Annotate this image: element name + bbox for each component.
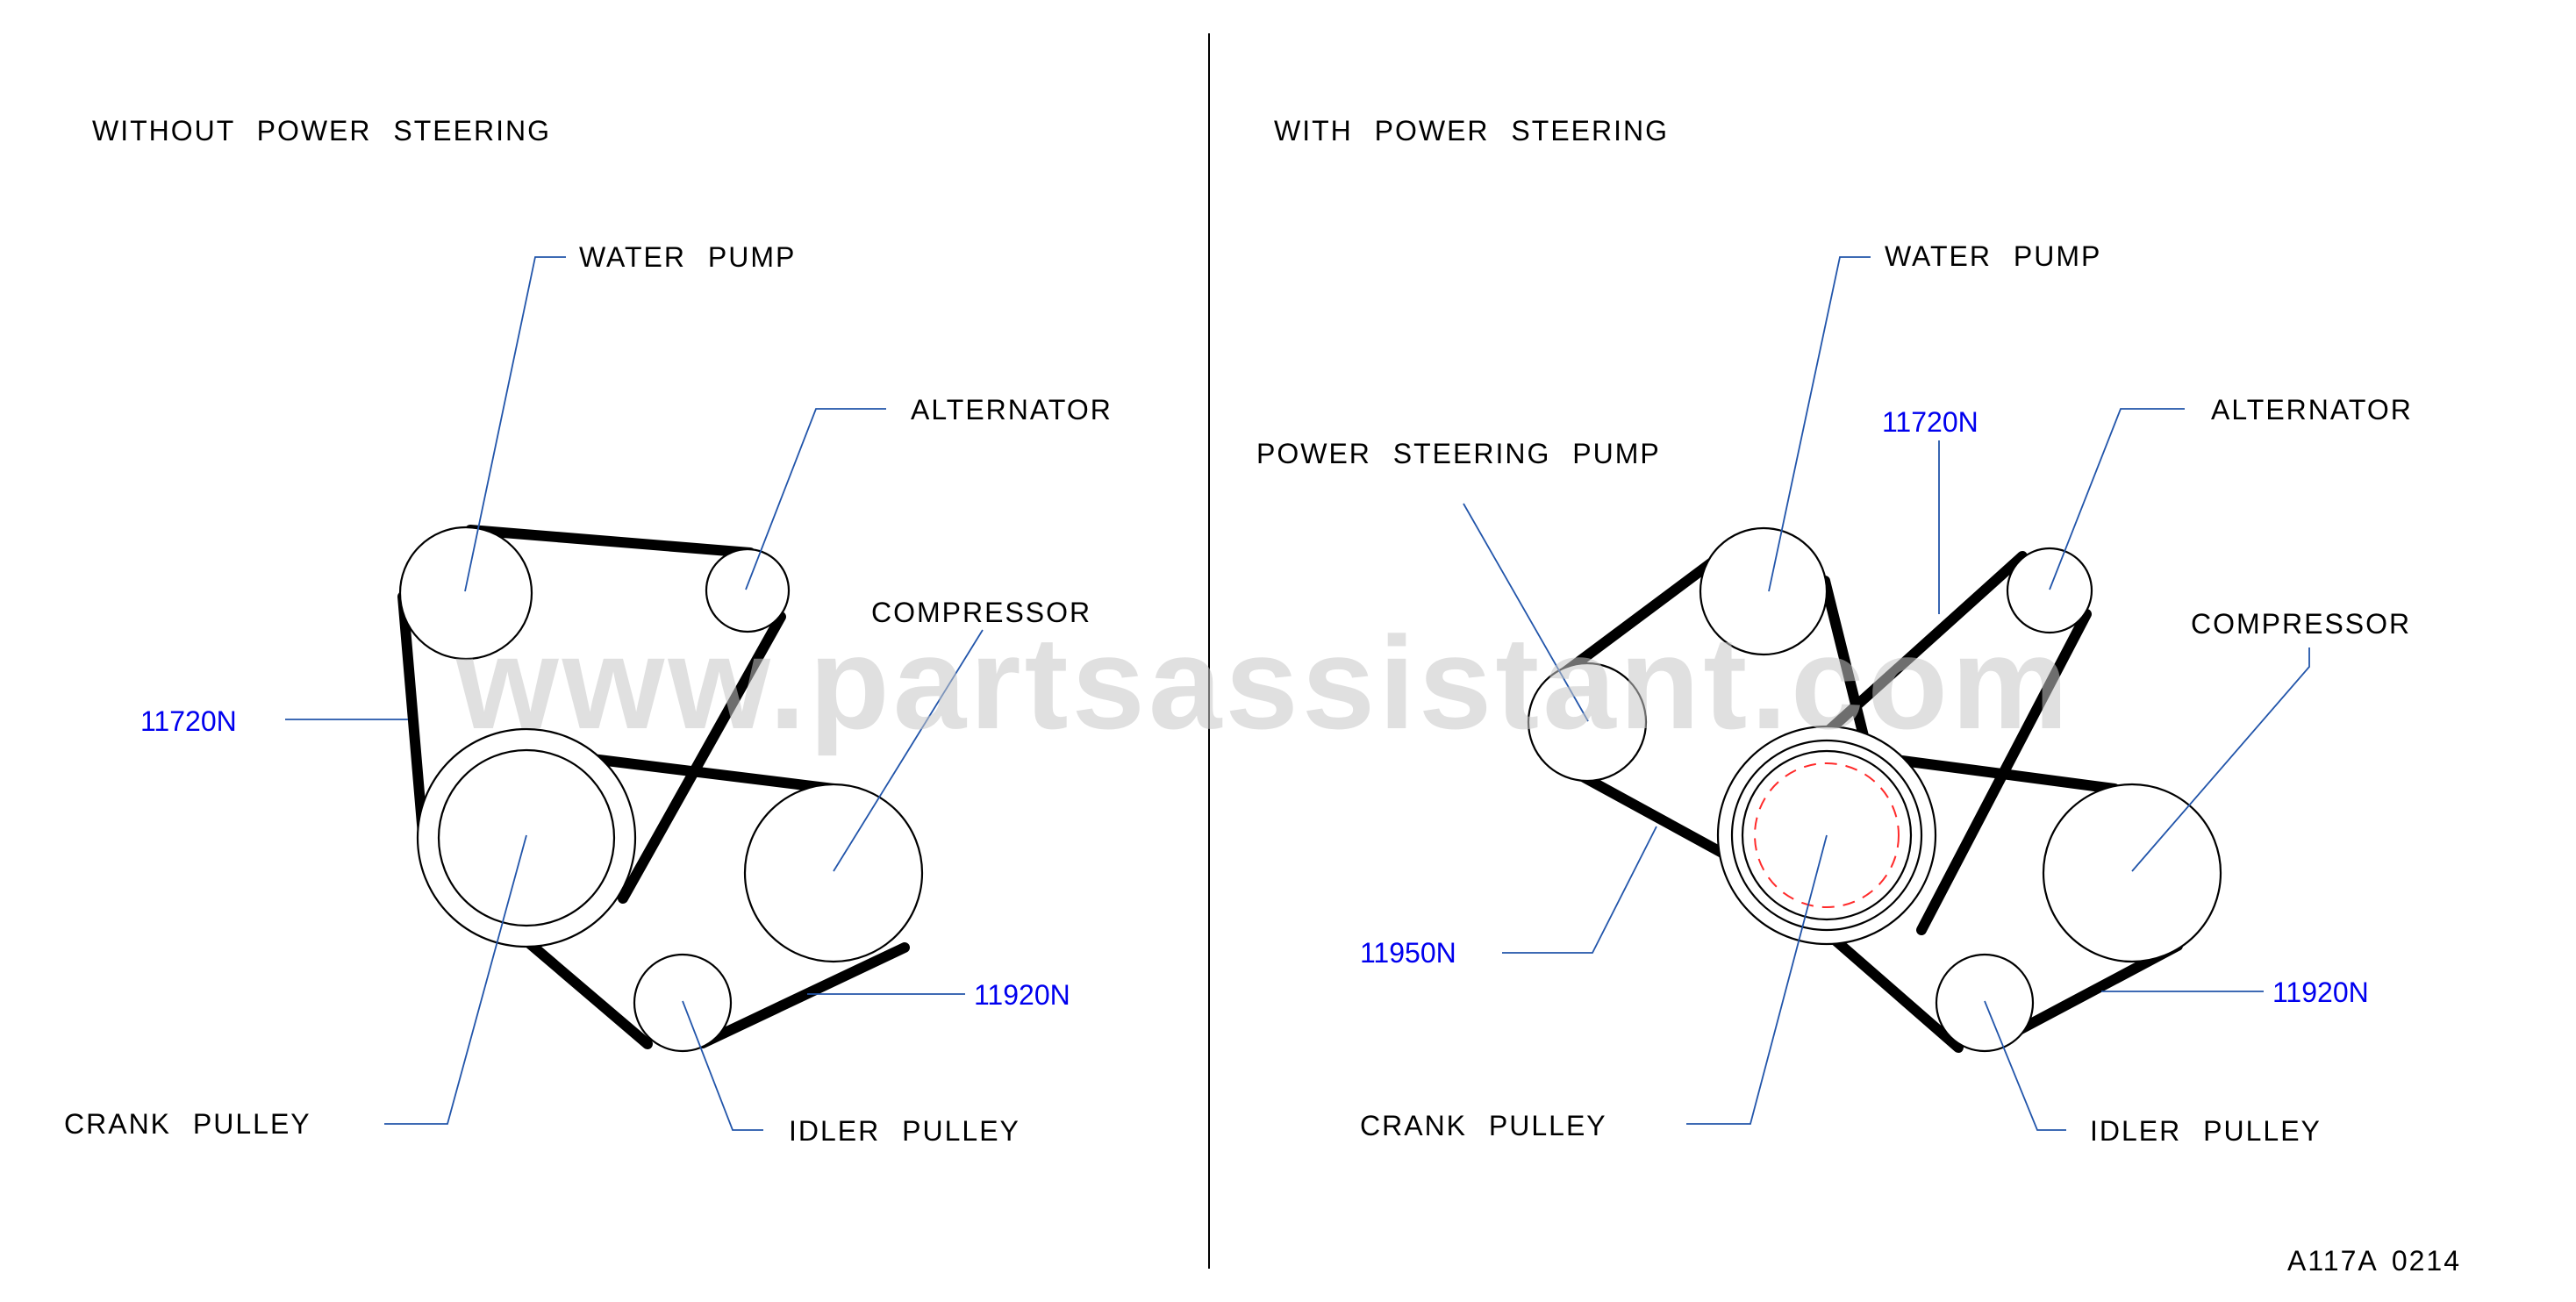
left-part-11920n: 11920N — [974, 979, 1070, 1011]
right-power-steering-pump-pulley — [1527, 662, 1648, 783]
right-label-crank-pulley: CRANK PULLEY — [1360, 1110, 1607, 1141]
left-label-crank-pulley: CRANK PULLEY — [64, 1108, 311, 1140]
right-leader-water-pump — [1768, 256, 1871, 592]
right-label-water-pump: WATER PUMP — [1885, 240, 2101, 272]
left-pulleys — [398, 526, 924, 1053]
right-label-power-steering-pump: POWER STEERING PUMP — [1256, 438, 1661, 469]
left-label-idler-pulley: IDLER PULLEY — [789, 1115, 1020, 1147]
right-leader-compressor — [2131, 647, 2310, 872]
right-compressor-pulley — [2042, 783, 2222, 963]
left-leader-compressor — [833, 629, 984, 872]
left-label-water-pump: WATER PUMP — [579, 241, 796, 273]
left-part-11720n: 11720N — [140, 705, 237, 737]
left-leaders — [285, 256, 984, 1131]
right-panel: WITH POWER STEERING — [1256, 115, 2413, 1147]
left-crank-pulley-inner — [437, 748, 616, 927]
left-belt-comp-low — [698, 942, 910, 1048]
left-label-alternator: ALTERNATOR — [911, 394, 1113, 426]
right-water-pump-pulley — [1699, 526, 1828, 656]
left-leader-idler — [682, 1000, 763, 1131]
right-leader-ps-pump — [1463, 503, 1589, 722]
right-part-11920n: 11920N — [2272, 976, 2369, 1008]
right-leader-idler — [1984, 1000, 2066, 1131]
right-crank-pulley-mid — [1730, 739, 1923, 932]
left-panel: WITHOUT POWER STEERING — [64, 115, 1113, 1147]
right-leaders — [1463, 256, 2310, 1131]
left-compressor-pulley — [743, 783, 924, 963]
right-crank-hub-dashed — [1754, 762, 1900, 908]
left-alternator-pulley — [705, 547, 791, 633]
right-leader-11950n — [1502, 826, 1657, 954]
right-part-11720n: 11720N — [1882, 406, 1979, 438]
right-leader-alternator — [2049, 408, 2185, 590]
left-belt-main-top — [465, 525, 755, 558]
drawing-code: A117A 0214 — [2287, 1245, 2461, 1277]
left-leader-alternator — [745, 408, 886, 590]
watermark-text: www.partsassistant.com — [455, 609, 2072, 756]
left-leader-crank — [384, 834, 527, 1125]
right-label-alternator: ALTERNATOR — [2211, 394, 2413, 426]
left-water-pump-pulley — [398, 526, 533, 661]
left-label-compressor: COMPRESSOR — [871, 597, 1091, 628]
right-crank-pulley-inner — [1741, 749, 1913, 921]
right-label-idler-pulley: IDLER PULLEY — [2090, 1115, 2322, 1147]
right-panel-title: WITH POWER STEERING — [1274, 115, 1669, 147]
left-leader-water-pump — [464, 256, 566, 592]
right-leader-crank — [1686, 834, 1828, 1125]
right-alternator-pulley — [2006, 547, 2093, 634]
left-belts — [397, 525, 910, 1049]
right-belt-main-alt-up — [1807, 551, 2028, 751]
left-belt-main-alt-down — [618, 612, 786, 904]
right-part-11950n: 11950N — [1360, 937, 1456, 969]
right-label-compressor: COMPRESSOR — [2191, 608, 2411, 640]
right-belt-ps-wp-crank — [1820, 576, 1872, 755]
left-panel-title: WITHOUT POWER STEERING — [92, 115, 551, 147]
